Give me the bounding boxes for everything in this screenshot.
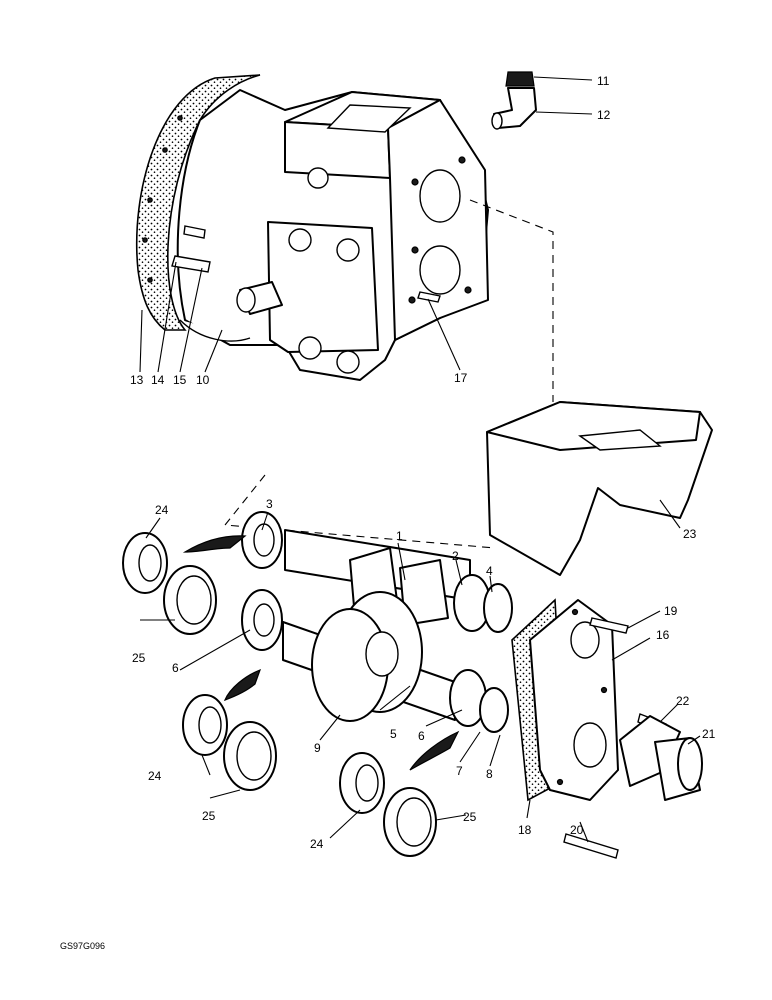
- callout-14: 14: [151, 373, 165, 387]
- install-arrow: [182, 535, 247, 553]
- callout-labels: 1 2 3 4 5 6 6 7 8 9 10 11 12 13 14 15 16…: [130, 74, 716, 851]
- callout-4: 4: [486, 564, 493, 578]
- cover-bolt: [589, 617, 629, 634]
- dowel-pin: [417, 291, 441, 303]
- callout-8: 8: [486, 767, 493, 781]
- end-cover: [511, 598, 619, 802]
- callout-20: 20: [570, 823, 584, 837]
- upper-gear-shaft: [241, 511, 513, 633]
- bearing-cup: [163, 565, 217, 635]
- lower-gear-shaft: [241, 589, 509, 733]
- install-arrow: [223, 668, 262, 702]
- alignment-line: [469, 199, 554, 402]
- callout-13: 13: [130, 373, 144, 387]
- callout-18: 18: [518, 823, 532, 837]
- guard-cover: [486, 401, 713, 576]
- callout-19: 19: [664, 604, 678, 618]
- callout-21: 21: [702, 727, 716, 741]
- callout-10: 10: [196, 373, 210, 387]
- callout-11: 11: [597, 74, 610, 88]
- callout-25b: 25: [202, 809, 216, 823]
- callout-17: 17: [454, 371, 468, 385]
- elbow-fitting: [491, 71, 537, 130]
- callout-25c: 25: [463, 810, 477, 824]
- callout-1: 1: [396, 529, 403, 543]
- figure-reference: GS97G096: [60, 941, 105, 951]
- bearing-cup: [223, 721, 277, 791]
- callout-12: 12: [597, 108, 611, 122]
- callout-24: 24: [155, 503, 169, 517]
- callout-25: 25: [132, 651, 146, 665]
- callout-24b: 24: [148, 769, 162, 783]
- callout-7: 7: [456, 764, 463, 778]
- callout-5: 5: [390, 727, 397, 741]
- bearing-cone: [339, 752, 385, 814]
- bearing-cup: [383, 787, 437, 857]
- callout-6: 6: [172, 661, 179, 675]
- install-arrow: [409, 730, 460, 771]
- bearing-cone: [182, 694, 228, 756]
- roll-pin: [563, 833, 619, 859]
- callout-9: 9: [314, 741, 321, 755]
- callout-2: 2: [452, 549, 459, 563]
- callout-16: 16: [656, 628, 670, 642]
- callout-3: 3: [266, 497, 273, 511]
- callout-24c: 24: [310, 837, 324, 851]
- callout-22: 22: [676, 694, 690, 708]
- bearing-cone: [122, 532, 168, 594]
- callout-15: 15: [173, 373, 187, 387]
- callout-23: 23: [683, 527, 697, 541]
- leader-lines: [139, 76, 701, 843]
- transmission-housing: [135, 74, 489, 381]
- callout-6b: 6: [418, 729, 425, 743]
- flange-housing: [619, 715, 703, 801]
- alignment-line: [223, 474, 496, 549]
